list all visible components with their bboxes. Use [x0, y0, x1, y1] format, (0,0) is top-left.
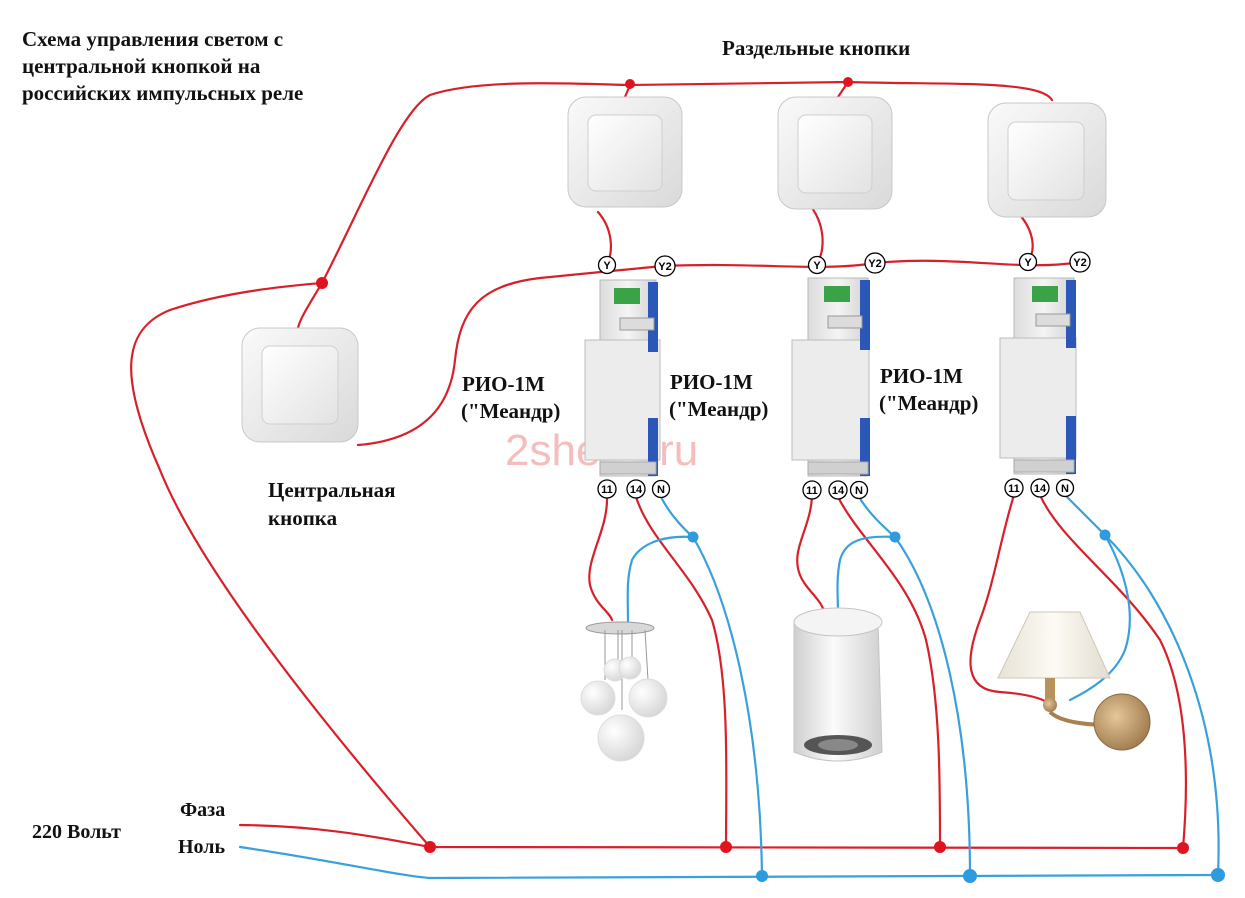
phase-node	[424, 841, 436, 853]
terminal-14: 14	[1030, 478, 1050, 498]
terminal-11: 11	[802, 480, 822, 500]
title-line-1: Схема управления светом с	[22, 27, 283, 51]
terminal-14: 14	[626, 479, 646, 499]
svg-text:N: N	[1061, 483, 1069, 495]
r3-n-to-bus	[1063, 493, 1220, 877]
phase-bus-wire	[238, 823, 1185, 850]
terminal-y2: Y2	[654, 255, 676, 277]
terminal-n: N	[849, 480, 869, 500]
phase-node	[1177, 842, 1189, 854]
phase-to-central-button	[296, 281, 324, 330]
r3-11-to-lamp	[969, 493, 1054, 710]
r3-n-to-lamp	[1068, 533, 1131, 702]
svg-text:11: 11	[1008, 483, 1020, 495]
svg-text:11: 11	[601, 484, 613, 496]
relay-2-brand: ("Меандр)	[669, 397, 768, 421]
svg-text:Y: Y	[813, 260, 821, 272]
phase-node	[625, 79, 635, 89]
neutral-bus-wire	[238, 845, 1220, 880]
r1-11-to-lamp	[588, 495, 614, 622]
relay-2-name: РИО-1М	[670, 370, 753, 394]
neutral-wiring	[238, 493, 1220, 880]
terminal-14: 14	[828, 480, 848, 500]
svg-text:Y2: Y2	[1073, 257, 1086, 269]
phase-node	[316, 277, 328, 289]
title-line-2: центральной кнопкой на	[22, 54, 261, 78]
switch-top-2	[777, 96, 893, 210]
separate-buttons-label: Раздельные кнопки	[722, 36, 910, 60]
neutral-node	[1211, 868, 1225, 882]
supply-voltage-label: 220 Вольт	[32, 821, 121, 843]
svg-text:N: N	[855, 485, 863, 497]
r1-n-to-bus	[659, 495, 764, 878]
terminals-relay-2: Y Y2 11 14 N	[802, 252, 886, 500]
y2-control-bus	[356, 259, 1082, 447]
r2-n-to-bus	[857, 495, 972, 878]
neutral-node	[687, 531, 699, 543]
relay-1-brand: ("Меандр)	[461, 399, 560, 423]
neutral-nodes	[687, 529, 1225, 883]
r1-n-to-lamp	[626, 535, 695, 624]
central-switch	[241, 327, 359, 443]
terminals-relay-3: Y Y2 11 14 N	[1004, 251, 1091, 498]
phase-label: Фаза	[180, 799, 225, 821]
r2-11-to-lamp	[796, 495, 826, 614]
terminal-y: Y	[807, 255, 827, 275]
sw2-to-y	[810, 206, 824, 266]
relay-3-brand: ("Меандр)	[879, 391, 978, 415]
phase-wiring	[130, 80, 1188, 850]
terminal-11: 11	[597, 479, 617, 499]
terminal-y2: Y2	[1069, 251, 1091, 273]
svg-text:Y2: Y2	[658, 261, 671, 273]
svg-text:Y2: Y2	[868, 258, 881, 270]
central-button-label-1: Центральная	[268, 478, 396, 502]
terminal-n: N	[651, 479, 671, 499]
phase-node	[934, 841, 946, 853]
phase-loop-wire	[130, 82, 632, 849]
neutral-node	[756, 870, 768, 882]
svg-text:N: N	[657, 484, 665, 496]
neutral-node	[963, 869, 977, 883]
terminal-y: Y	[1018, 252, 1038, 272]
switch-top-3	[987, 102, 1107, 218]
r1-14-to-phase	[634, 495, 728, 849]
chandelier-lamp	[580, 621, 668, 762]
cylinder-spotlight	[793, 607, 883, 762]
switch-top-1	[567, 96, 683, 208]
terminal-11: 11	[1004, 478, 1024, 498]
terminals-relay-1: Y Y2 11 14 N	[597, 255, 676, 499]
r3-14-to-phase	[1038, 493, 1188, 850]
neutral-label: Ноль	[178, 836, 226, 858]
phase-nodes	[316, 77, 1189, 854]
terminal-n: N	[1055, 478, 1075, 498]
relay-3-name: РИО-1М	[880, 364, 963, 388]
svg-text:14: 14	[1034, 483, 1047, 495]
phase-node	[843, 77, 853, 87]
neutral-node	[1099, 529, 1111, 541]
wall-sconce-lamp	[997, 611, 1151, 751]
r2-n-to-lamp	[836, 535, 897, 614]
title-line-3: российских импульсных реле	[22, 81, 303, 105]
relay-3	[999, 277, 1077, 475]
svg-text:11: 11	[806, 485, 818, 497]
svg-text:Y: Y	[1024, 257, 1032, 269]
svg-text:14: 14	[832, 485, 845, 497]
svg-text:14: 14	[630, 484, 643, 496]
terminal-y2: Y2	[864, 252, 886, 274]
central-button-label-2: кнопка	[268, 506, 338, 530]
relay-2	[791, 277, 870, 477]
phase-node	[720, 841, 732, 853]
neutral-node	[889, 531, 901, 543]
relay-1-name: РИО-1М	[462, 372, 545, 396]
terminal-y: Y	[597, 255, 617, 275]
top-phase-bus	[628, 80, 1054, 102]
svg-text:Y: Y	[603, 260, 611, 272]
relay-1	[584, 279, 661, 477]
